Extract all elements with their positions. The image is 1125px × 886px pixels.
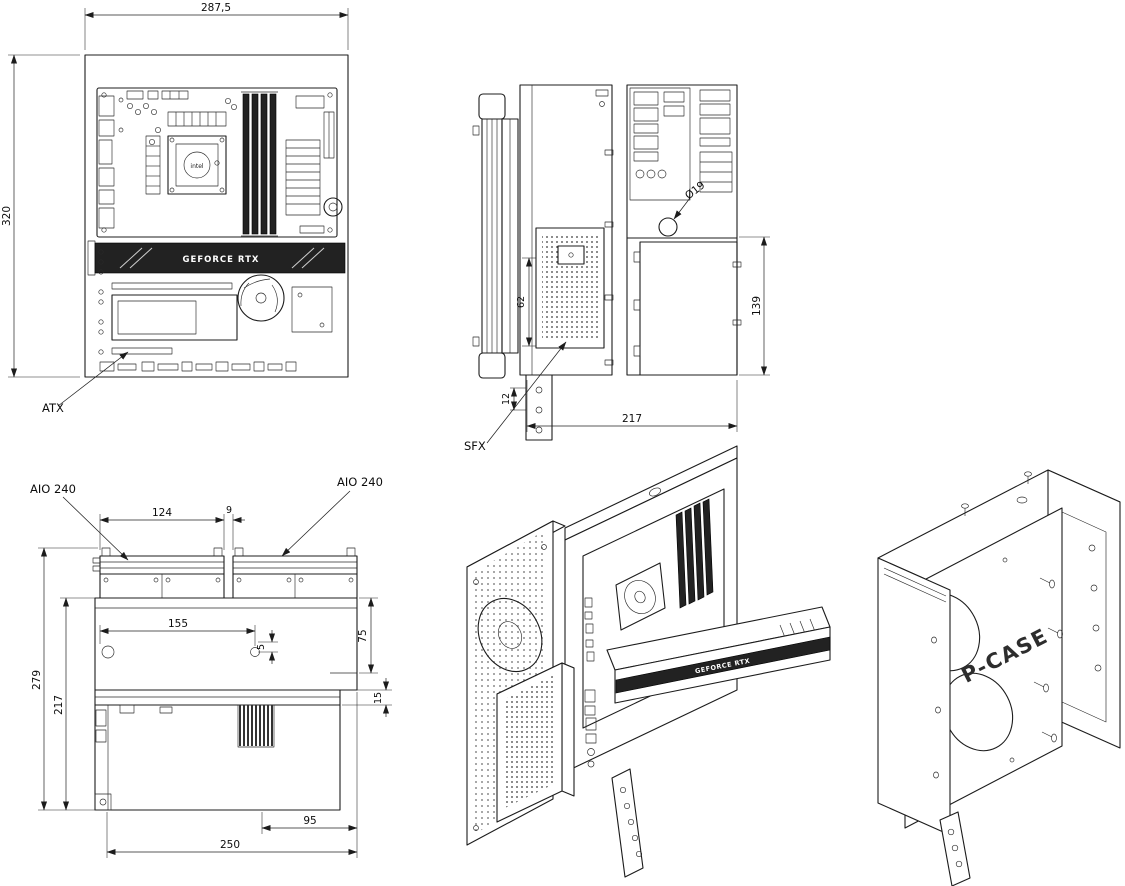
dim-rad-gap: 9 <box>226 505 232 516</box>
vrm-heatsinks <box>145 111 227 195</box>
ram-fins-top <box>239 705 273 746</box>
iso-assembled-view: GEFORCE RTX <box>466 445 831 878</box>
dim-bottom-span: 95 <box>303 815 316 827</box>
rear-view <box>626 84 742 376</box>
dim-hole-offset: 5 <box>256 644 267 650</box>
gpu-brand-band <box>615 636 831 694</box>
dim-front-height: 320 <box>1 206 13 226</box>
motherboard-front: intel <box>96 87 343 238</box>
expansion-area <box>111 274 333 355</box>
atx-label-group: ATX <box>42 351 129 415</box>
bottom-rail-side <box>525 374 553 441</box>
front-io-iso <box>584 689 597 768</box>
top-dims-left: 279 217 <box>31 547 98 811</box>
psu-side <box>535 227 605 349</box>
dim-body-depth: 217 <box>53 695 65 715</box>
front-dim-width: 287,5 <box>84 2 349 50</box>
rear-lower-bay <box>633 241 742 376</box>
ram-modules-iso <box>675 498 714 609</box>
io-ports-iso <box>584 597 595 662</box>
dim-depth-217: 217 <box>622 413 642 425</box>
dim-bottom-width: 250 <box>220 839 240 851</box>
rear-io-ports <box>98 95 124 229</box>
aio-right-label: AIO 240 <box>337 475 383 489</box>
top-studs <box>961 471 1032 516</box>
dim-hole-span: 155 <box>168 618 188 630</box>
atx-label: ATX <box>42 401 64 415</box>
aio-left-label: AIO 240 <box>30 482 76 496</box>
case-left-wall <box>877 557 951 836</box>
dim-bottom-offset: 12 <box>501 393 512 405</box>
front-panel-header <box>299 225 325 234</box>
dim-rad-width: 124 <box>152 507 172 519</box>
dim-depth-top: 75 <box>357 629 369 642</box>
top-dims-inner: 155 5 <box>99 618 278 664</box>
cpu-socket: intel <box>167 135 227 195</box>
aio-labels: AIO 240 AIO 240 <box>30 475 383 561</box>
atx-power-connector <box>323 111 335 159</box>
chipset-heatsink <box>285 139 321 216</box>
capacitors <box>127 98 237 145</box>
front-view: 287,5 320 <box>1 2 349 415</box>
dim-psu-offset: 62 <box>516 296 527 308</box>
psu-iso <box>496 662 575 823</box>
front-dim-height: 320 <box>1 54 80 378</box>
gpu-brand-label-front: GEFORCE RTX <box>183 255 260 265</box>
top-dims-right: 75 15 <box>342 597 392 717</box>
gpu-card-front: GEFORCE RTX <box>87 240 346 276</box>
aio-radiator-side <box>472 93 519 379</box>
top-view: AIO 240 AIO 240 124 9 <box>30 475 392 858</box>
cpu-brand-label: intel <box>190 163 204 170</box>
fan-circle <box>237 274 285 322</box>
cpu-cooler-iso <box>615 562 666 631</box>
io-block <box>295 95 325 109</box>
iso-empty-view: P-CASE <box>877 469 1121 886</box>
top-dims-bottom: 95 250 <box>106 692 358 858</box>
front-panel-headers <box>98 249 297 372</box>
thumbscrew-hole <box>658 217 678 237</box>
top-power-headers <box>126 90 189 100</box>
gpu-iso: GEFORCE RTX <box>606 606 831 704</box>
dim-front-width: 287,5 <box>201 2 231 14</box>
side-view: Ø19 139 217 62 12 SFX <box>464 84 770 453</box>
sfx-label: SFX <box>464 439 486 453</box>
ram-modules <box>241 91 278 237</box>
dim-rear-height: 139 <box>751 296 763 316</box>
bottom-rail-iso <box>611 768 644 878</box>
lower-body-top <box>94 704 341 811</box>
standoffs-iso <box>1033 577 1063 743</box>
mounting-grommet <box>323 197 343 217</box>
radiator-left-top <box>92 547 225 599</box>
fan-opening-iso <box>477 597 543 673</box>
case-outline-front <box>84 54 349 378</box>
dim-overall-depth: 279 <box>31 670 43 690</box>
dim-gpu-thickness: 15 <box>373 692 384 704</box>
bottom-rail-empty-iso <box>939 811 971 886</box>
top-dims-radiators: 124 9 <box>99 505 245 550</box>
